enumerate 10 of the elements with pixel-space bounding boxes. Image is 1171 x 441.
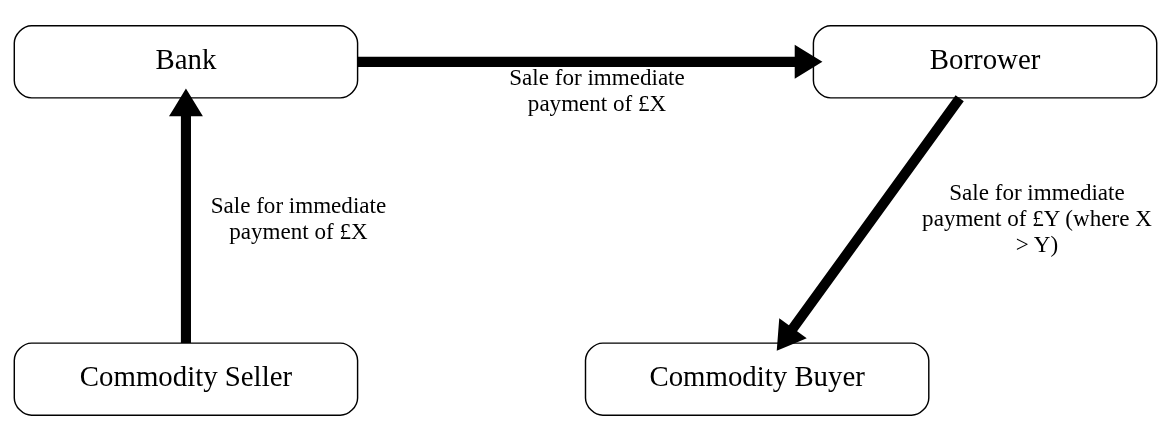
arrow bbox=[776, 95, 964, 351]
arrow bbox=[357, 44, 823, 79]
arrow bbox=[168, 88, 203, 343]
node-box: Commodity Seller bbox=[13, 342, 359, 416]
node-box: Bank bbox=[13, 25, 359, 99]
edge-label: Sale for immediate payment of £X bbox=[509, 63, 685, 116]
node-box: Commodity Buyer bbox=[584, 342, 930, 416]
node-box: Borrower bbox=[812, 25, 1158, 99]
edge-label: Sale for immediate payment of £X bbox=[210, 192, 387, 244]
edge-label: Sale for immediate payment of £Y (where X > Y) bbox=[922, 179, 1152, 257]
